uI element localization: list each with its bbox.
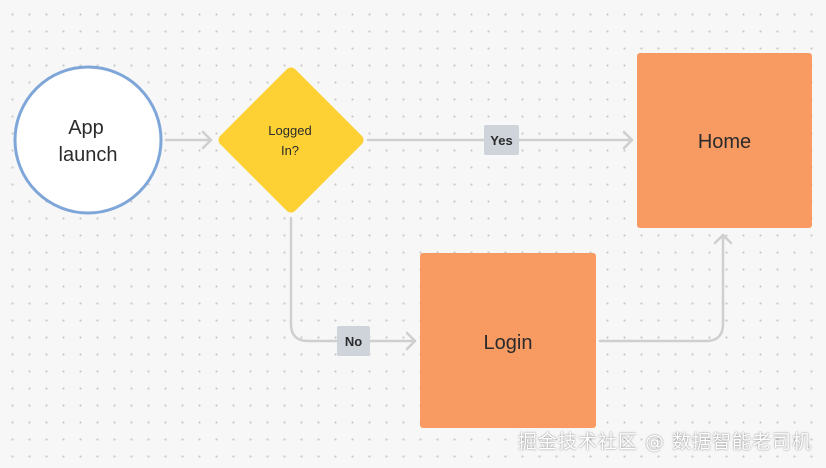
edge-label-yes: Yes — [484, 125, 519, 155]
node-start-label-line1: App — [68, 117, 104, 139]
node-login-shape — [420, 253, 596, 428]
edge-login-to-home-arrowhead — [713, 233, 733, 245]
node-decision-label-line1: Logged — [268, 123, 311, 138]
edge-start-to-decision-arrowhead — [201, 130, 213, 150]
node-start-label-line2: launch — [59, 144, 118, 166]
edge-decision-to-home-arrowhead — [622, 130, 634, 150]
edge-label-yes-bg — [484, 125, 519, 155]
node-start-shape — [13, 65, 163, 215]
node-decision[interactable]: Logged In? — [216, 65, 366, 215]
node-home-shape — [637, 53, 812, 228]
node-login[interactable]: Login — [420, 253, 596, 428]
edge-label-no-bg — [337, 326, 370, 356]
node-decision-shape — [218, 67, 364, 213]
node-home[interactable]: Home — [637, 53, 812, 228]
node-login-label: Login — [484, 332, 533, 354]
edge-decision-to-login-arrowhead — [405, 331, 417, 351]
watermark-text: 掘金技术社区 @ 数据智能老司机 — [517, 431, 812, 453]
node-home-label: Home — [698, 131, 751, 153]
node-decision-label-line2: In? — [281, 143, 299, 158]
edge-label-yes-text: Yes — [490, 133, 512, 148]
edge-label-no: No — [337, 326, 370, 356]
node-start[interactable]: App launch — [13, 65, 163, 215]
edge-decision-to-login — [289, 216, 417, 343]
edge-login-to-home — [598, 233, 725, 343]
edge-label-no-text: No — [345, 334, 362, 349]
